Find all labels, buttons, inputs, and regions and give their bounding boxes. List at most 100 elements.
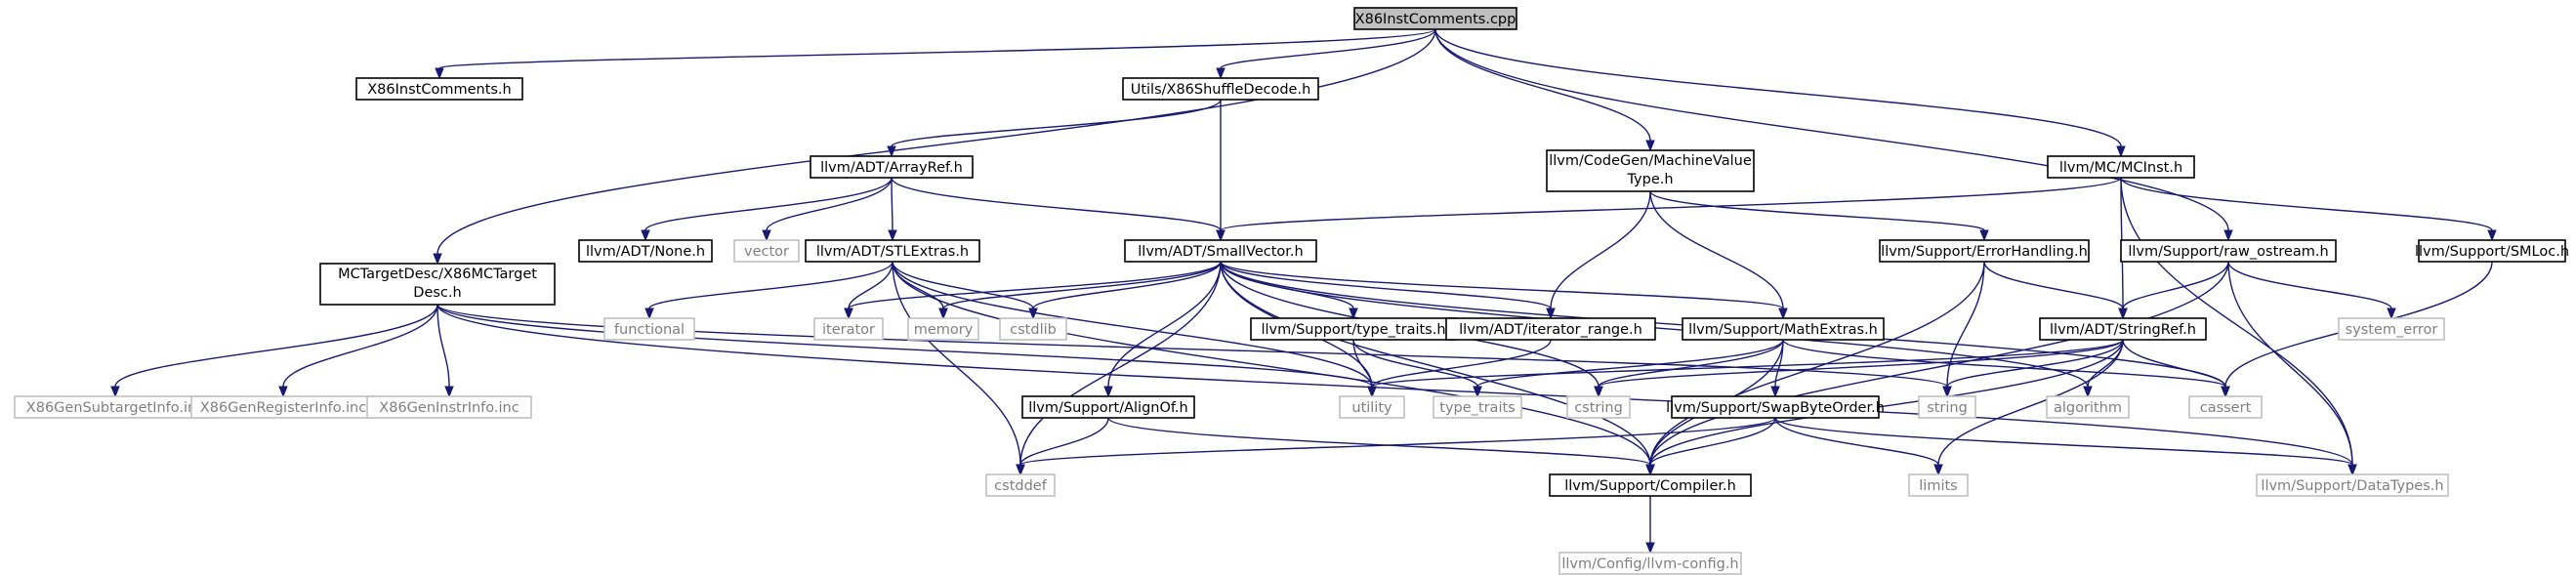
node-label: system_error (2346, 322, 2438, 338)
node-label: vector (744, 244, 789, 260)
edge-stringref-string (1942, 339, 2124, 398)
edge-mctarget-reginfo (278, 304, 438, 398)
node-functional: functional (603, 317, 695, 341)
edge-smallvec-alignof (1103, 261, 1222, 398)
node-label: llvm/MC/MCInst.h (2059, 160, 2182, 176)
edge-swapbyte-cstddef (1016, 417, 1776, 476)
edge-root-rawos (1434, 28, 2233, 242)
node-alignof[interactable]: llvm/Support/AlignOf.h (1021, 395, 1195, 419)
node-label: X86InstComments.h (367, 82, 512, 98)
node-stringref[interactable]: llvm/ADT/StringRef.h (2039, 317, 2207, 341)
node-root[interactable]: X86InstComments.cpp (1353, 7, 1517, 30)
edge-arrayref-vector (762, 177, 893, 242)
edge-errhand-stringref (1983, 261, 2128, 320)
edge-rawos-system_error (2227, 261, 2396, 320)
node-smallvec[interactable]: llvm/ADT/SmallVector.h (1124, 239, 1317, 263)
node-label: X86GenInstrInfo.inc (379, 400, 519, 416)
node-label: iterator (822, 322, 875, 338)
edge-root-mctarget (433, 28, 1436, 266)
node-shuffle[interactable]: Utils/X86ShuffleDecode.h (1122, 77, 1319, 101)
edge-root-shuffle (1216, 28, 1436, 80)
edge-stringref-cstring (1594, 339, 2124, 398)
node-cstring: cstring (1566, 395, 1631, 419)
edge-smallvec-mathextras (1220, 261, 1788, 320)
node-iterrange[interactable]: llvm/ADT/iterator_range.h (1445, 317, 1656, 341)
edge-stringref-utility (1367, 339, 2124, 398)
node-utility: utility (1339, 395, 1405, 419)
node-label: llvm/Support/MathExtras.h (1688, 322, 1878, 338)
node-label: memory (914, 322, 974, 338)
node-smloc[interactable]: llvm/Support/SMLoc.h (2415, 239, 2569, 263)
node-x86ic_h[interactable]: X86InstComments.h (355, 77, 523, 101)
node-memory: memory (907, 317, 979, 341)
node-rawos[interactable]: llvm/Support/raw_ostream.h (2120, 239, 2337, 263)
node-label: Type.h (1626, 172, 1673, 187)
node-type_traits: type_traits (1433, 395, 1522, 419)
node-label: X86InstComments.cpp (1355, 12, 1517, 27)
edge-stlextras-functional (644, 261, 893, 320)
node-system_error: system_error (2338, 317, 2445, 341)
node-none[interactable]: llvm/ADT/None.h (578, 239, 713, 263)
node-cstdlib: cstdlib (999, 317, 1067, 341)
node-typetraits_h[interactable]: llvm/Support/type_traits.h (1250, 317, 1457, 341)
node-label: llvm/CodeGen/MachineValue (1549, 153, 1752, 169)
node-label: cstring (1574, 400, 1623, 416)
edge-mathextras-type_traits (1473, 339, 1784, 398)
edge-smallvec-iterator (844, 261, 1222, 320)
node-iterator: iterator (813, 317, 884, 341)
edge-alignof-cstddef (1016, 417, 1109, 476)
node-stlextras[interactable]: llvm/ADT/STLExtras.h (805, 239, 980, 263)
node-algorithm: algorithm (2046, 395, 2130, 419)
node-label: type_traits (1439, 400, 1515, 416)
node-cstddef: cstddef (985, 473, 1056, 497)
node-label: Desc.h (413, 285, 461, 301)
edge-mctarget-instrinfo (436, 304, 454, 398)
edge-mcinst-smloc (2120, 177, 2497, 242)
edge-stlextras-memory (892, 261, 948, 320)
node-label: cassert (2200, 400, 2252, 416)
node-label: llvm/Support/type_traits.h (1261, 322, 1445, 338)
node-label: llvm/ADT/SmallVector.h (1138, 244, 1303, 260)
node-string: string (1918, 395, 1976, 419)
edge-smallvec-iterrange (1220, 261, 1556, 320)
node-label: limits (1919, 478, 1957, 494)
node-vector: vector (733, 239, 800, 263)
node-cassert: cassert (2188, 395, 2263, 419)
node-swapbyte[interactable]: llvm/Support/SwapByteOrder.h (1666, 395, 1885, 419)
edge-swapbyte-limits (1774, 417, 1943, 476)
node-label: llvm/ADT/ArrayRef.h (820, 160, 963, 176)
node-label: cstdlib (1010, 322, 1057, 338)
edge-root-mvt (1434, 28, 1655, 152)
node-arrayref[interactable]: llvm/ADT/ArrayRef.h (810, 155, 974, 179)
node-label: algorithm (2054, 400, 2122, 416)
edge-stlextras-compiler (892, 261, 1655, 476)
edge-mvt-errhand (1649, 190, 1989, 242)
edge-swapbyte-compiler (1645, 417, 1776, 476)
node-limits: limits (1908, 473, 1969, 497)
node-label: llvm/Support/DataTypes.h (2261, 478, 2443, 494)
node-reginfo: X86GenRegisterInfo.inc (190, 395, 376, 419)
node-label: string (1927, 400, 1968, 416)
node-mcinst[interactable]: llvm/MC/MCInst.h (2047, 155, 2195, 179)
edge-smallvec-cstddef (1016, 261, 1222, 476)
node-llvmconfig: llvm/Config/llvm-config.h (1558, 552, 1742, 575)
edge-mathextras-swapbyte (1770, 339, 1784, 398)
node-errhand[interactable]: llvm/Support/ErrorHandling.h (1879, 239, 2090, 263)
edge-arrayref-stlextras (888, 177, 897, 242)
node-label: llvm/Support/Compiler.h (1564, 478, 1736, 494)
node-label: MCTargetDesc/X86MCTarget (338, 267, 537, 282)
node-label: llvm/Config/llvm-config.h (1561, 556, 1738, 572)
edge-smallvec-compiler (1220, 261, 1655, 476)
node-label: X86GenRegisterInfo.inc (200, 400, 366, 416)
node-mathextras[interactable]: llvm/Support/MathExtras.h (1682, 317, 1885, 341)
node-compiler[interactable]: llvm/Support/Compiler.h (1549, 473, 1752, 497)
node-label: llvm/Support/raw_ostream.h (2128, 244, 2328, 260)
node-datatypes: llvm/Support/DataTypes.h (2256, 473, 2449, 497)
node-label: X86GenSubtargetInfo.inc (26, 400, 204, 416)
edge-root-x86ic_h (435, 28, 1436, 80)
edge-compiler-llvmconfig (1645, 495, 1655, 554)
